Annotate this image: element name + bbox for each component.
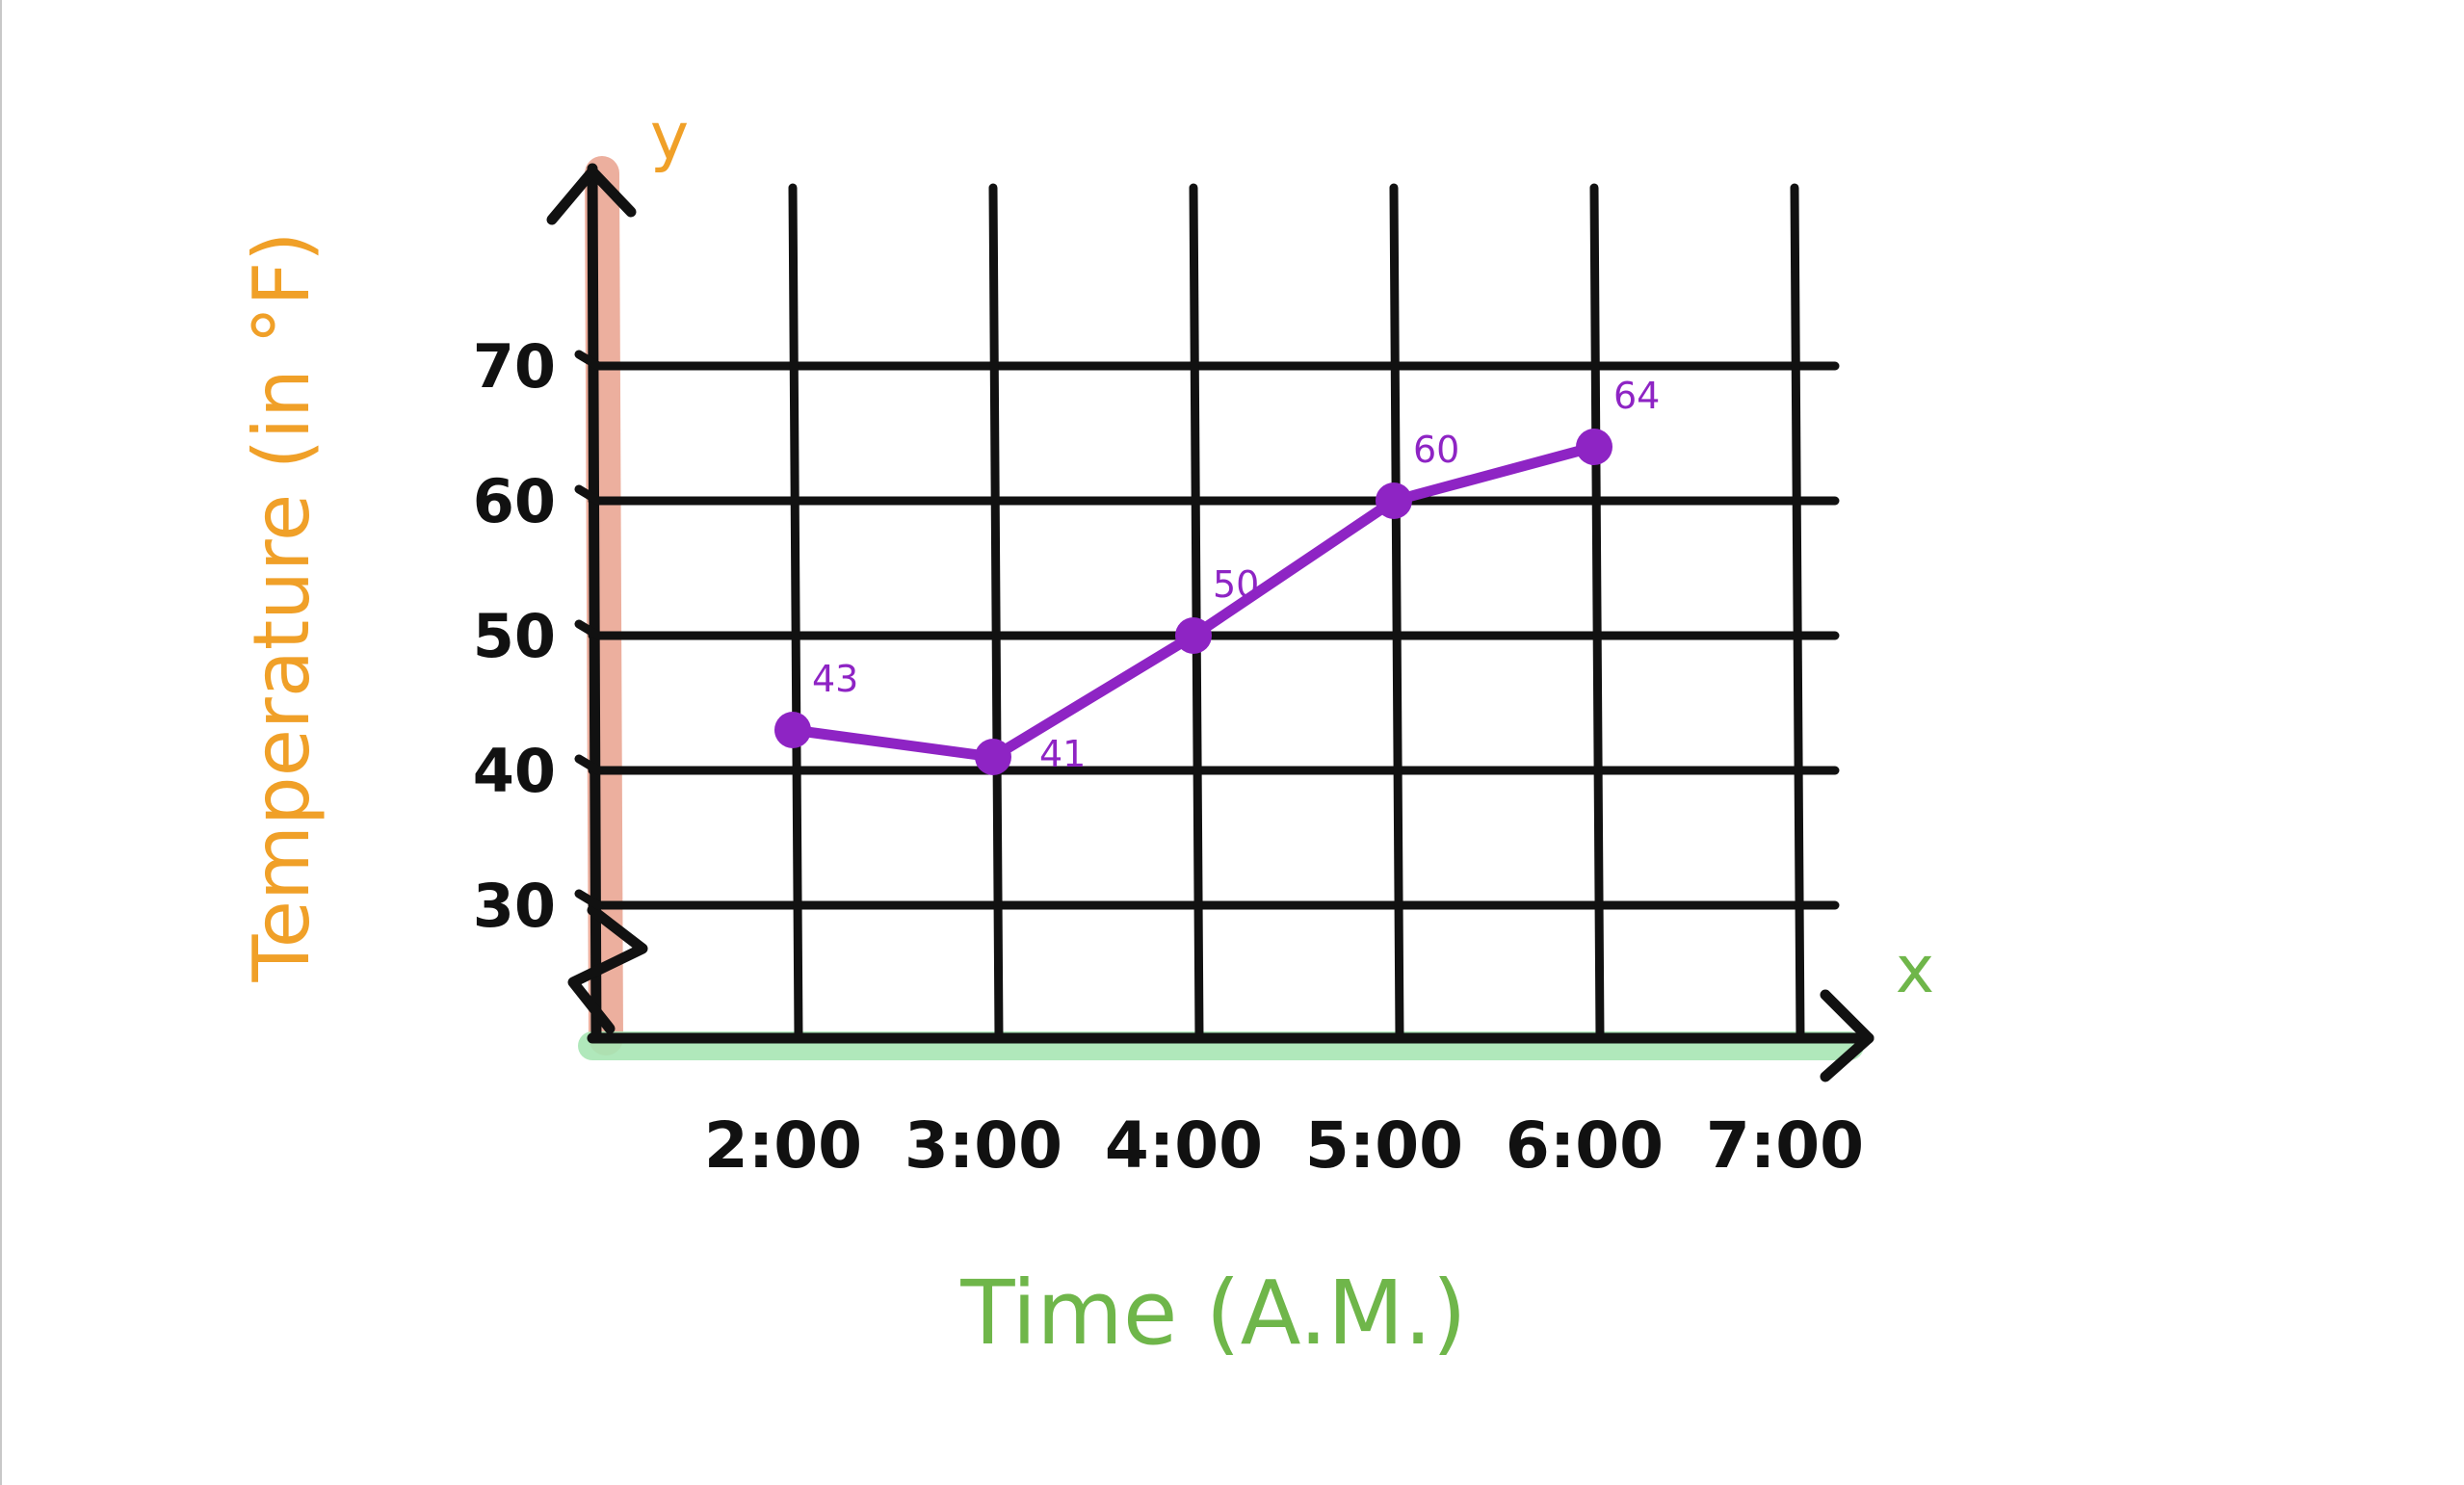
y-tick-mark <box>574 484 603 506</box>
gridline-vertical <box>1189 183 1204 1043</box>
x-tick-label: 7:00 <box>1706 1108 1864 1183</box>
y-tick-mark <box>574 754 603 775</box>
y-tick-label: 60 <box>473 466 556 536</box>
x-tick-label: 6:00 <box>1506 1108 1664 1183</box>
y-tick-mark <box>574 889 603 910</box>
gridline-vertical <box>788 183 803 1043</box>
gridline-vertical <box>1790 183 1805 1043</box>
y-axis-arrowhead <box>546 166 637 225</box>
data-point <box>1376 482 1412 519</box>
data-point <box>1576 429 1612 465</box>
axes <box>546 163 1874 1082</box>
data-series: 43 41 50 60 64 <box>774 375 1660 775</box>
grid <box>588 183 1840 1043</box>
frame-border <box>0 0 2 1485</box>
y-axis-line <box>587 163 602 1044</box>
x-axis-title: Time (A.M.) <box>959 1262 1466 1365</box>
data-label: 41 <box>1039 733 1086 775</box>
x-tick-label: 2:00 <box>704 1108 862 1183</box>
x-tick-labels: 2:00 3:00 4:00 5:00 6:00 7:00 <box>704 1108 1864 1183</box>
x-tick-label: 3:00 <box>904 1108 1062 1183</box>
y-axis-title: Temperature (in °F) <box>237 232 327 983</box>
data-point <box>774 712 811 748</box>
x-tick-label: 5:00 <box>1305 1108 1463 1183</box>
gridline-vertical <box>1389 183 1404 1043</box>
y-axis-highlight <box>585 156 623 1055</box>
y-tick-labels: 30 40 50 60 70 <box>473 331 603 941</box>
y-tick-label: 30 <box>473 871 556 941</box>
x-axis-letter: x <box>1896 932 1934 1008</box>
axis-highlights <box>578 156 1864 1060</box>
gridline-vertical <box>1589 183 1605 1043</box>
x-tick-label: 4:00 <box>1105 1108 1263 1183</box>
data-label: 43 <box>812 658 858 700</box>
data-point <box>1175 617 1212 654</box>
data-point <box>975 739 1011 775</box>
y-tick-label: 50 <box>473 601 556 671</box>
data-label: 60 <box>1413 429 1459 471</box>
x-axis-arrowhead <box>1820 989 1874 1082</box>
y-axis-letter: y <box>650 99 689 175</box>
y-axis-break <box>567 904 648 1034</box>
data-label: 64 <box>1613 375 1660 417</box>
y-tick-mark <box>574 619 603 640</box>
y-tick-label: 70 <box>473 331 556 402</box>
y-tick-mark <box>574 350 603 371</box>
y-tick-label: 40 <box>473 736 556 806</box>
data-label: 50 <box>1213 563 1259 606</box>
gridline-vertical <box>988 183 1004 1043</box>
